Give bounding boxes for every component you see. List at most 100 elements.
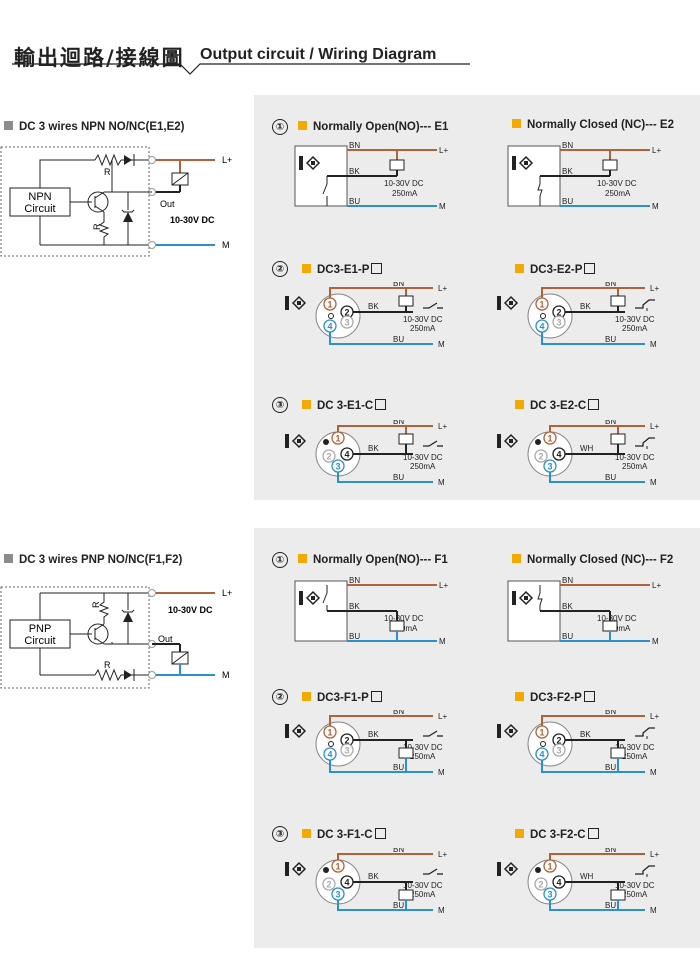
pin-label-p2: 2 xyxy=(556,308,561,318)
sensor-icon xyxy=(285,861,307,877)
lplus-label: L+ xyxy=(439,581,448,590)
relay-coil xyxy=(602,159,618,171)
relay-coil xyxy=(389,159,405,171)
m-label: M xyxy=(438,340,445,349)
nc-contact xyxy=(635,727,655,737)
m-label: M xyxy=(439,637,446,646)
key-dot xyxy=(535,867,541,873)
bu-wire xyxy=(549,900,645,911)
bn-label: BN xyxy=(349,141,360,150)
bu-wire xyxy=(541,760,645,773)
bk-label: WH xyxy=(580,444,594,453)
current-label: 250mA xyxy=(410,890,436,899)
bn-label: BN xyxy=(393,710,404,716)
pin-label-p1: 1 xyxy=(539,300,544,310)
relay-coil xyxy=(610,433,626,445)
pnp-f1-title: Normally Open(NO)--- F1 xyxy=(298,554,448,566)
pin-label-p2: 2 xyxy=(326,452,331,462)
bu-label: BU xyxy=(349,632,360,641)
pnp-f1-c-title: DC 3-F1-C xyxy=(302,828,386,841)
key-dot xyxy=(535,439,541,445)
step-number-2: ② xyxy=(272,689,288,705)
svg-text:Out: Out xyxy=(158,634,173,644)
svg-text:L+: L+ xyxy=(222,588,232,598)
pin-label-p1: 1 xyxy=(327,300,332,310)
svg-text:R: R xyxy=(92,223,102,230)
bn-label: BN xyxy=(562,141,573,150)
bk-label: BK xyxy=(368,730,379,739)
pin-label-p2: 2 xyxy=(344,736,349,746)
pin-label-p1: 1 xyxy=(335,862,340,872)
pin-label-p2: 2 xyxy=(538,452,543,462)
m-label: M xyxy=(439,202,446,211)
pnp-circuit-diagram: PNP Circuit L+ 10-30V DC R Out R M xyxy=(0,586,232,689)
sensor-icon xyxy=(497,723,519,739)
connector-face xyxy=(527,293,573,339)
orange-square-icon xyxy=(512,119,521,128)
lplus-label: L+ xyxy=(650,284,659,293)
orange-square-icon xyxy=(515,400,524,409)
current-label: 250mA xyxy=(622,324,648,333)
m-label: M xyxy=(438,906,445,915)
m-label: M xyxy=(650,340,657,349)
pin-p2 xyxy=(534,449,548,463)
bn-label: BN xyxy=(605,282,616,288)
pin-label-p4: 4 xyxy=(539,750,544,760)
pnp-f1-p-title: DC3-F1-P xyxy=(302,691,382,704)
orange-square-icon xyxy=(302,692,311,701)
no-contact xyxy=(423,730,438,737)
voltage-label: 10-30V DC xyxy=(403,881,443,890)
orange-square-icon xyxy=(515,264,524,273)
current-label: 250mA xyxy=(622,890,648,899)
pin-label-p4: 4 xyxy=(556,450,561,460)
pin-label-p3: 3 xyxy=(556,318,561,328)
m-label: M xyxy=(650,478,657,487)
bu-label: BU xyxy=(605,335,616,344)
bn-label: BN xyxy=(393,282,404,288)
bn-wire xyxy=(329,715,433,726)
pin-p3 xyxy=(340,743,354,757)
no-contact xyxy=(423,440,438,447)
bu-wire xyxy=(329,760,433,773)
pin-label-p3: 3 xyxy=(335,890,340,900)
bu-label: BU xyxy=(349,197,360,206)
pin-label-p1: 1 xyxy=(335,434,340,444)
pin-label-p1: 1 xyxy=(539,728,544,738)
current-label: 250mA xyxy=(622,462,648,471)
nc-contact xyxy=(635,299,655,309)
pin-label-p4: 4 xyxy=(556,878,561,888)
bk-label: BK xyxy=(580,302,591,311)
lplus-label: L+ xyxy=(439,146,448,155)
pin-label-p4: 4 xyxy=(539,322,544,332)
bn-wire xyxy=(337,853,433,860)
npn-section-title: DC 3 wires NPN NO/NC(E1,E2) xyxy=(4,121,185,133)
orange-square-icon xyxy=(512,554,521,563)
pin-label-p4: 4 xyxy=(344,450,349,460)
pin-label-p1: 1 xyxy=(327,728,332,738)
relay-coil xyxy=(610,295,626,307)
relay-coil xyxy=(610,747,626,759)
sensor-icon xyxy=(299,155,321,171)
bu-label: BU xyxy=(605,473,616,482)
pin-label-p2: 2 xyxy=(344,308,349,318)
voltage-label: 10-30V DC xyxy=(403,743,443,752)
relay-coil xyxy=(398,747,414,759)
current-label: 250mA xyxy=(392,624,418,633)
orange-square-icon xyxy=(302,264,311,273)
bu-wire xyxy=(541,332,645,345)
bn-label: BN xyxy=(605,420,616,426)
pin-p3 xyxy=(552,743,566,757)
sensor-icon xyxy=(285,433,307,449)
bu-label: BU xyxy=(393,901,404,910)
bn-label: BN xyxy=(349,576,360,585)
step-number-3: ③ xyxy=(272,826,288,842)
connector-face xyxy=(315,293,361,339)
voltage-label: 10-30V DC xyxy=(615,743,655,752)
bu-label: BU xyxy=(393,473,404,482)
orange-square-icon xyxy=(302,829,311,838)
pin-p2 xyxy=(322,877,336,891)
m-label: M xyxy=(438,478,445,487)
